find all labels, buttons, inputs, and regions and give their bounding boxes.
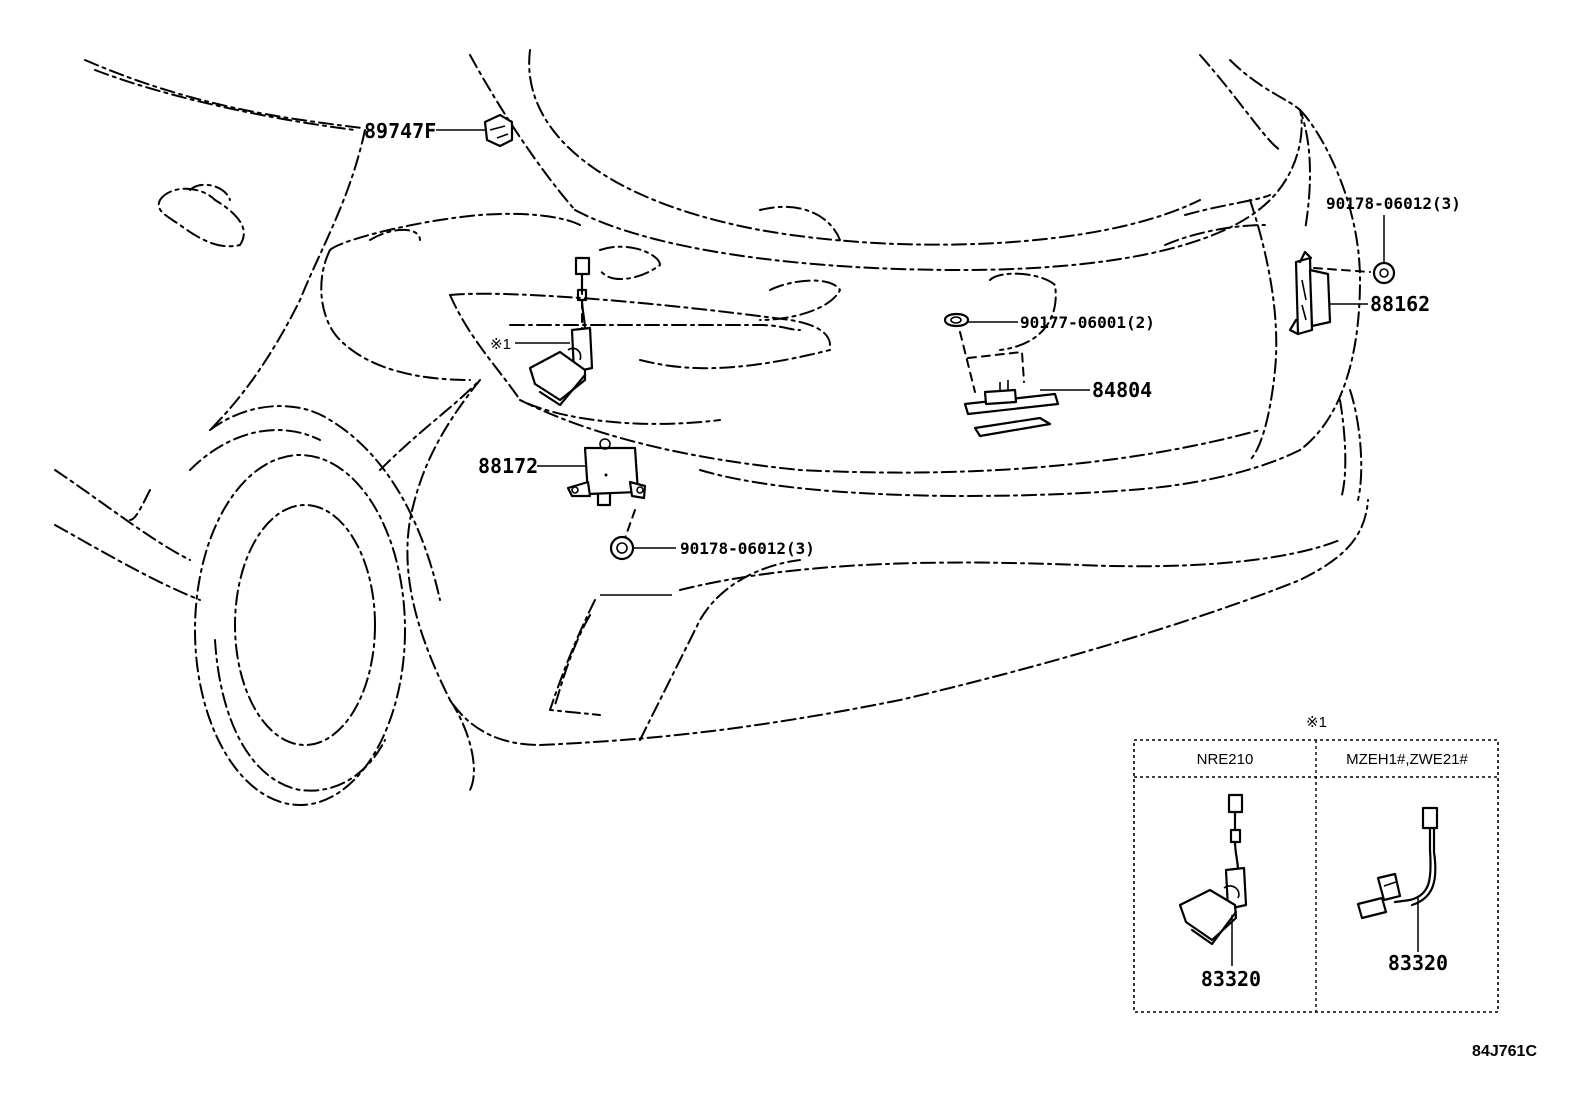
variant-inset: ※1 NRE210 MZEH1#,ZWE21# 83320 83320: [1133, 714, 1499, 1013]
vehicle-outline: [54, 49, 1369, 806]
variant-right-module-icon: [1356, 806, 1439, 920]
callout-90178-top: 90178-06012(3): [1326, 194, 1461, 213]
part-89747F-icon: [483, 113, 514, 148]
variant-left-module-icon: [1178, 793, 1248, 946]
part-83320-main-icon: [528, 256, 594, 407]
callout-88172: 88172: [478, 454, 538, 478]
part-90178-top-icon: [1372, 261, 1396, 285]
inset-header-right: MZEH1#,ZWE21#: [1346, 751, 1468, 768]
inset-part-right: 83320: [1388, 951, 1448, 975]
callout-90178-mid: 90178-06012(3): [680, 539, 815, 558]
callout-89747F: 89747F: [364, 119, 436, 143]
callout-90177: 90177-06001(2): [1020, 313, 1155, 332]
part-88162-icon: [1288, 250, 1332, 336]
part-84804-icon: [959, 272, 1060, 438]
inset-header-left: NRE210: [1197, 751, 1254, 768]
inset-part-left: 83320: [1201, 967, 1261, 991]
part-88172-icon: [566, 438, 647, 507]
callout-88162: 88162: [1370, 292, 1430, 316]
part-90178-mid-icon: [609, 535, 635, 561]
callout-84804: 84804: [1092, 378, 1152, 402]
inset-note-mark: ※1: [1306, 714, 1327, 731]
part-90177-icon: [943, 312, 970, 328]
diagram-reference-code: 84J761C: [1472, 1043, 1537, 1060]
callout-note1: ※1: [490, 336, 511, 353]
